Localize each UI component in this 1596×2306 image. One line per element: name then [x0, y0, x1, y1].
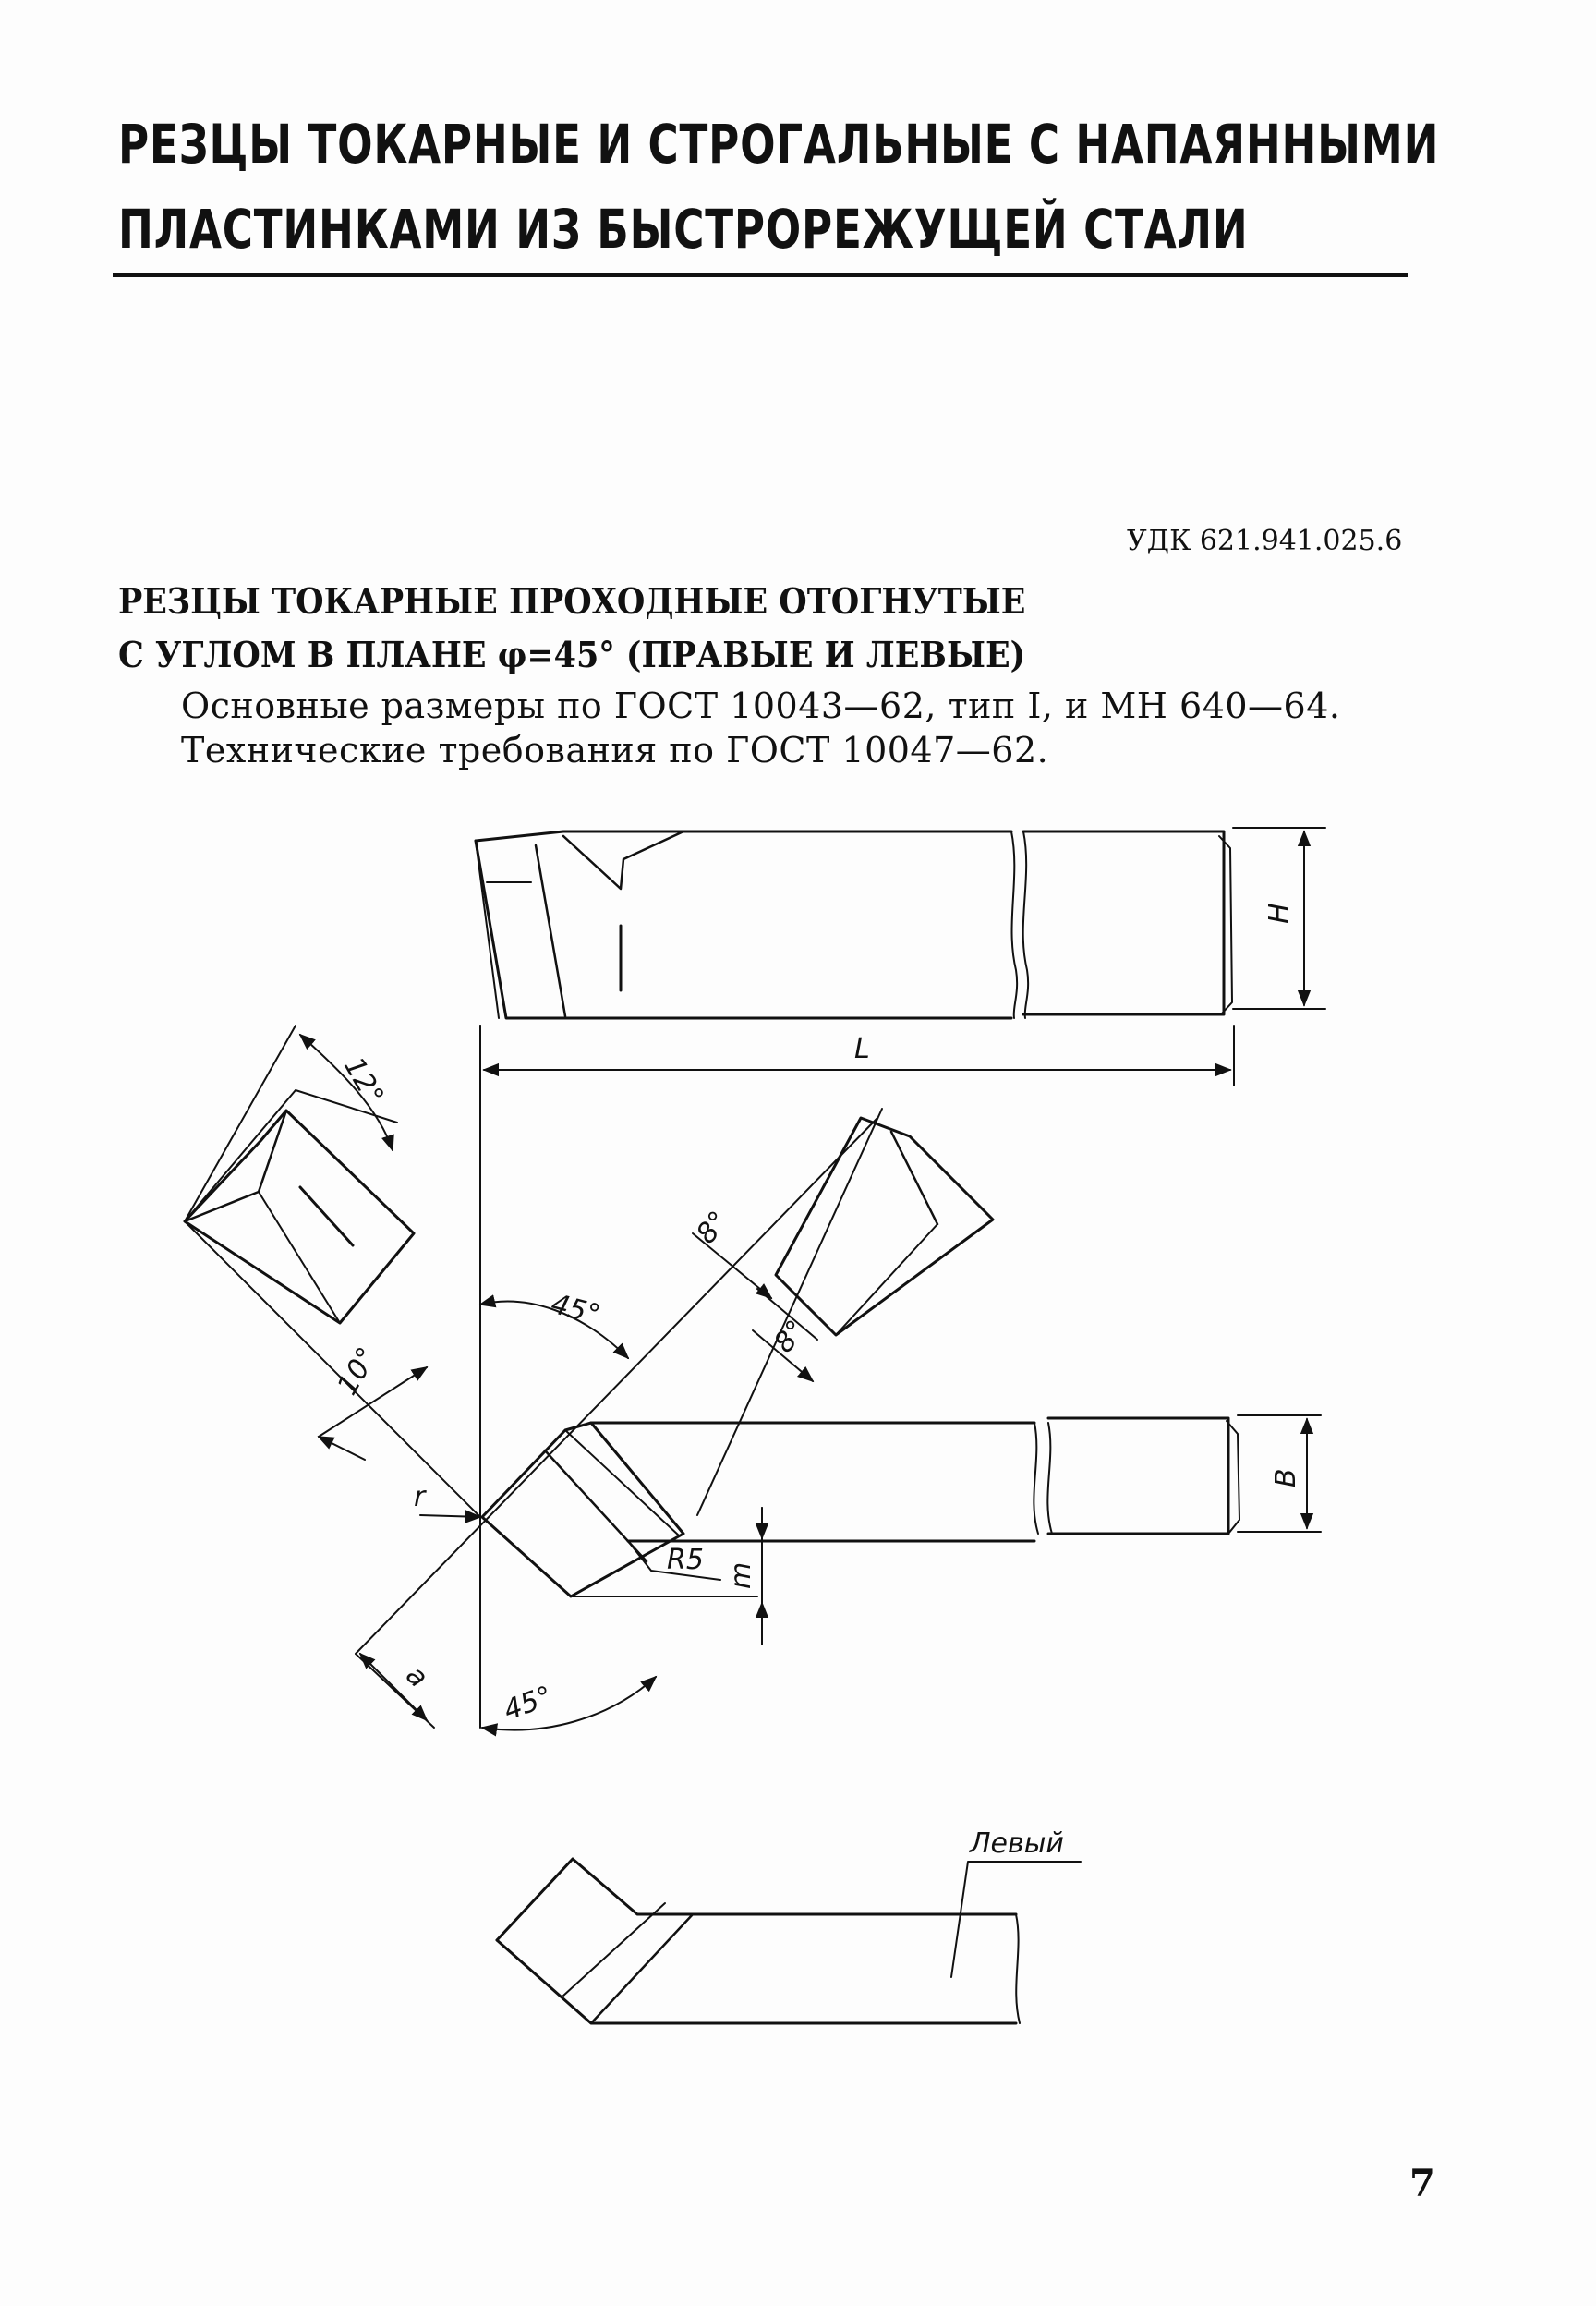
left-bottom-edge: [495, 1938, 1018, 2025]
plan-head-outline: [480, 1421, 685, 1598]
side-view-shank-end: [1022, 830, 1226, 1016]
article-title-line-1: РЕЗЦЫ ТОКАРНЫЕ ПРОХОДНЫЕ ОТОГНУТЫЕ: [118, 580, 1026, 622]
aux-axis-line: [696, 1108, 883, 1516]
side-view-insert-edge: [534, 844, 567, 1018]
drawing-labels: H L B r a m R5 12° 10° 45° 45° 8° 8° Лев…: [332, 903, 1302, 1860]
plan-shank-end: [1046, 1416, 1230, 1535]
standards-line-2: Технические требования по ГОСТ 10047—62.: [181, 730, 1049, 771]
label-r5: R5: [667, 1544, 704, 1576]
article-title-line-2: С УГЛОМ В ПЛАНЕ φ=45° (ПРАВЫЕ И ЛЕВЫЕ): [118, 634, 1026, 675]
left-insert: [589, 1912, 695, 2025]
label-l: L: [854, 1033, 870, 1065]
angle-45-top-arc: [478, 1294, 630, 1360]
side-view-insert-top: [562, 830, 685, 891]
angle-12-arc: [298, 1033, 394, 1152]
label-left-variant: Левый: [969, 1827, 1064, 1860]
section-header: РЕЗЦЫ ТОКАРНЫЕ И СТРОГАЛЬНЫЕ С НАПАЯННЫМ…: [118, 102, 1438, 272]
standards-line-1: Основные размеры по ГОСТ 10043—62, тип I…: [181, 686, 1341, 726]
section-outline: [183, 1109, 416, 1325]
aux-outline: [774, 1116, 995, 1337]
plan-axis-line-1: [355, 1117, 878, 1655]
section-view: [183, 1025, 481, 1518]
article-title: РЕЗЦЫ ТОКАРНЫЕ ПРОХОДНЫЕ ОТОГНУТЫЕ С УГЛ…: [118, 575, 1457, 682]
angle-8-a-ext: [756, 1288, 818, 1341]
side-view-bottom-edge: [474, 839, 1013, 1020]
label-h: H: [1264, 903, 1296, 924]
label-m: m: [725, 1562, 757, 1589]
label-angle-12: 12°: [337, 1052, 390, 1111]
section-rake-line: [184, 1089, 398, 1222]
section-axis-line: [184, 1025, 481, 1518]
aux-edge: [775, 1117, 862, 1276]
angle-10-arrow: [318, 1366, 429, 1438]
label-angle-8-a: 8°: [690, 1206, 735, 1251]
aux-insert-line: [889, 1130, 939, 1226]
plan-break-2: [1046, 1422, 1053, 1535]
standards-reference: Основные размеры по ГОСТ 10043—62, тип I…: [181, 684, 1419, 772]
label-b: B: [1270, 1468, 1302, 1487]
left-top-edge: [495, 1857, 1018, 1942]
label-angle-45-top: 45°: [548, 1288, 603, 1332]
side-view-top-edge: [474, 830, 1013, 843]
label-angle-45-bottom: 45°: [500, 1680, 557, 1727]
udk-code: УДК 621.941.025.6: [1127, 525, 1403, 557]
dim-a-line: [358, 1652, 429, 1722]
auxiliary-view: [692, 1108, 995, 1516]
angle-45-bottom-arc: [480, 1675, 658, 1737]
side-view-break-2: [1022, 831, 1030, 1019]
side-view-cutting-edge: [475, 840, 500, 1019]
angle-8-b-arrow: [752, 1329, 815, 1383]
plan-chamfer: [1226, 1420, 1240, 1535]
side-view-chamfer: [1218, 835, 1233, 1015]
left-leader: [950, 1861, 1082, 1978]
left-break: [1015, 1913, 1021, 2024]
page-number: 7: [1409, 2162, 1435, 2205]
left-insert-line: [562, 1902, 666, 1997]
section-header-line-2: ПЛАСТИНКАМИ ИЗ БЫСТРОРЕЖУЩЕЙ СТАЛИ: [118, 198, 1249, 261]
section-mark: [298, 1185, 355, 1247]
angle-10-arrow-2: [317, 1436, 366, 1461]
side-view-break-1: [1010, 831, 1019, 1019]
side-view: [474, 827, 1326, 1086]
r5-leader: [627, 1540, 721, 1581]
section-insert-edge: [258, 1191, 341, 1324]
plan-view: [355, 1117, 1322, 1737]
label-angle-10: 10°: [332, 1341, 384, 1401]
label-angle-8-b: 8°: [768, 1315, 813, 1360]
plan-insert-line-2: [564, 1429, 680, 1536]
aux-insert-line-2: [835, 1223, 938, 1336]
left-variant-view: [495, 1857, 1082, 2025]
plan-break-1: [1033, 1422, 1039, 1535]
dim-r-leader: [419, 1510, 482, 1523]
label-a: a: [399, 1659, 434, 1694]
header-divider: [113, 273, 1408, 277]
angle-8-a-arrow: [692, 1232, 773, 1300]
label-r: r: [414, 1481, 427, 1513]
